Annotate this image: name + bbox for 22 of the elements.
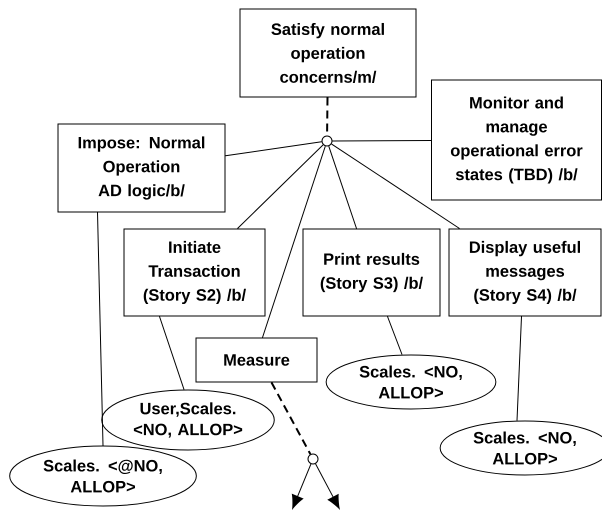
connector-line — [331, 144, 460, 229]
arrow — [315, 463, 340, 509]
connector-line — [328, 146, 357, 229]
junction-circle — [308, 454, 318, 464]
connector-line — [237, 144, 324, 229]
connector-line — [159, 316, 184, 390]
process-box: Measure — [196, 338, 318, 382]
connector-line — [225, 141, 322, 156]
process-box: Print results (Story S3) /b/ — [302, 228, 440, 316]
process-box: Satisfy normal operation concerns/m/ — [240, 8, 416, 98]
process-box: Display useful messages (Story S4) /b/ — [448, 228, 602, 316]
connector-line — [387, 316, 402, 355]
junction-circle — [322, 136, 332, 146]
connector-line — [516, 316, 522, 421]
connector-line — [332, 140, 432, 142]
arrow — [292, 464, 312, 509]
process-box: Monitor and manage operational error states (TBD) /b/ — [431, 80, 602, 200]
connector-line — [262, 146, 326, 338]
process-box: Initiate Transaction (Story S2) /b/ — [124, 228, 266, 316]
connector-line — [97, 212, 104, 446]
dashed-line — [270, 382, 312, 455]
process-box: Impose: Normal Operation AD logic/b/ — [58, 124, 226, 212]
